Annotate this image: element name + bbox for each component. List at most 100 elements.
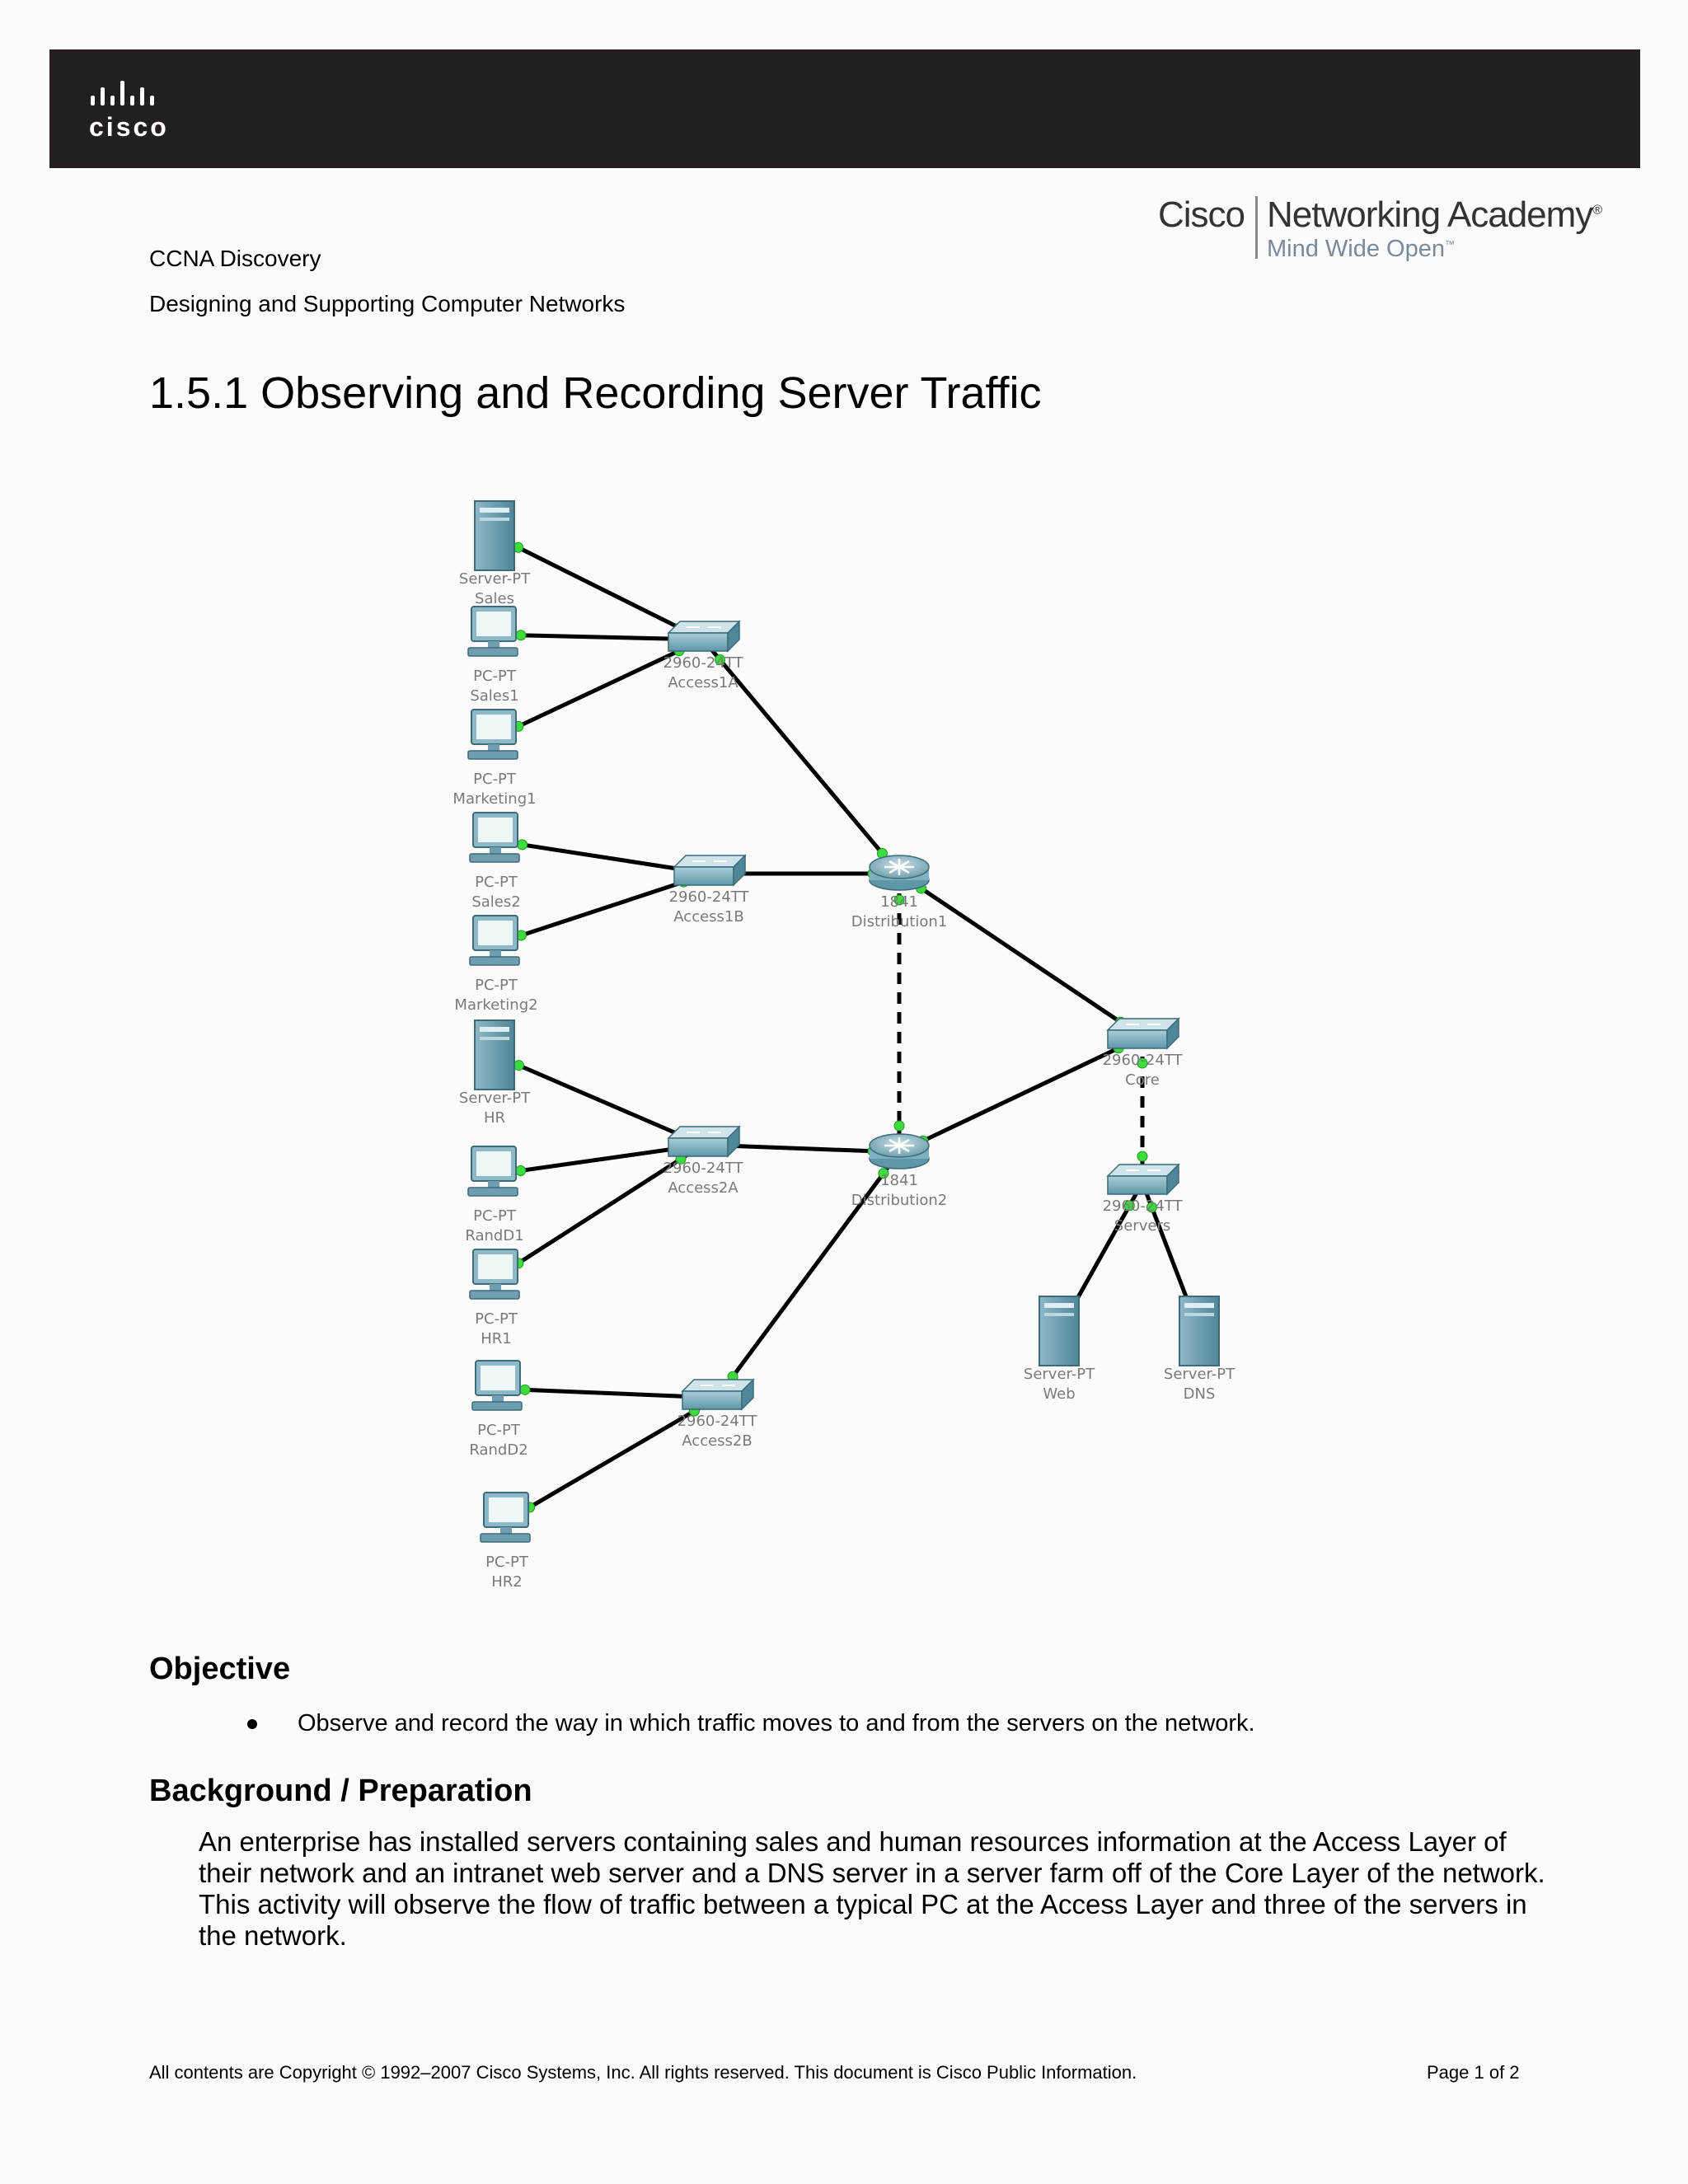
node-model-label: 2960-24TT bbox=[663, 654, 744, 672]
link-sw_access2b-rt_dist2 bbox=[715, 1151, 902, 1399]
link-status-indicator bbox=[1137, 1057, 1148, 1069]
server-icon bbox=[474, 500, 515, 571]
link-pc_randd2-sw_access2b bbox=[498, 1386, 718, 1400]
node-name-label: HR1 bbox=[481, 1330, 512, 1347]
router-icon bbox=[869, 855, 930, 891]
node-name-label: Marketing1 bbox=[452, 790, 536, 808]
node-model-label: 1841 bbox=[880, 1172, 918, 1189]
header-bar: cisco bbox=[49, 49, 1640, 168]
node-model-label: Server-PT bbox=[459, 1090, 531, 1107]
pc-pc-randd2: PC-PT RandD2 bbox=[469, 1360, 528, 1459]
bullet-icon bbox=[247, 1719, 257, 1729]
link-status-indicator bbox=[1146, 1202, 1157, 1213]
server-server-hr: Server-PT HR bbox=[459, 1019, 531, 1127]
node-model-label: Server-PT bbox=[459, 570, 531, 588]
link-status-indicator bbox=[1137, 1151, 1148, 1162]
course-name: CCNA Discovery bbox=[149, 246, 321, 271]
node-name-label: HR2 bbox=[491, 1573, 523, 1591]
node-model-label: PC-PT bbox=[473, 771, 517, 788]
link-pc_marketing1-sw_access1a bbox=[493, 637, 705, 740]
course-subtitle: Designing and Supporting Computer Networ… bbox=[149, 291, 626, 316]
node-model-label: 2960-24TT bbox=[1103, 1052, 1184, 1069]
node-model-label: PC-PT bbox=[475, 1310, 518, 1328]
switch-icon bbox=[1106, 1163, 1180, 1196]
pc-pc-hr2: PC-PT HR2 bbox=[480, 1492, 531, 1591]
computer-icon bbox=[469, 915, 520, 966]
link-status-indicator bbox=[715, 654, 726, 666]
pc-pc-hr1: PC-PT HR1 bbox=[469, 1249, 520, 1347]
node-name-label: Access1A bbox=[668, 674, 738, 691]
link-status-indicator bbox=[517, 839, 528, 851]
node-model-label: PC-PT bbox=[477, 1422, 521, 1439]
link-status-indicator bbox=[515, 630, 527, 641]
computer-icon bbox=[467, 709, 518, 760]
computer-icon bbox=[467, 1146, 518, 1197]
node-model-label: PC-PT bbox=[473, 668, 517, 685]
router-icon bbox=[869, 1133, 930, 1169]
server-icon bbox=[474, 1019, 515, 1090]
link-status-indicator bbox=[519, 1384, 531, 1395]
objective-bullet: Observe and record the way in which traf… bbox=[298, 1710, 1255, 1736]
copyright-footer: All contents are Copyright © 1992–2007 C… bbox=[149, 2062, 1137, 2083]
logo-divider bbox=[1255, 196, 1258, 259]
computer-icon bbox=[471, 1360, 523, 1411]
link-status-indicator bbox=[893, 1120, 905, 1132]
server-icon bbox=[1179, 1296, 1220, 1366]
node-name-label: Distribution2 bbox=[851, 1192, 947, 1209]
computer-icon bbox=[469, 812, 520, 863]
switch-icon bbox=[1106, 1017, 1180, 1050]
switch-icon bbox=[667, 1125, 741, 1158]
link-status-indicator bbox=[515, 1165, 527, 1176]
node-model-label: Server-PT bbox=[1024, 1366, 1095, 1383]
node-model-label: PC-PT bbox=[475, 977, 518, 994]
node-model-label: 2960-24TT bbox=[663, 1160, 744, 1177]
pc-pc-marketing1: PC-PT Marketing1 bbox=[452, 709, 537, 808]
switch-sw-access2b: 2960-24TT Access2B bbox=[678, 1378, 758, 1450]
computer-icon bbox=[467, 606, 518, 657]
server-icon bbox=[1039, 1296, 1080, 1366]
link-status-indicator bbox=[878, 1168, 889, 1179]
cisco-bridge-icon bbox=[91, 81, 154, 105]
node-name-label: RandD1 bbox=[465, 1227, 523, 1244]
node-model-label: PC-PT bbox=[485, 1554, 529, 1571]
node-name-label: Access2A bbox=[668, 1179, 738, 1197]
computer-icon bbox=[480, 1492, 531, 1543]
node-name-label: RandD2 bbox=[469, 1441, 528, 1459]
network-topology-diagram: Server-PTSalesPC-PTSales1PC-PTMarketing1… bbox=[452, 500, 1236, 1591]
node-name-label: Access1B bbox=[673, 908, 743, 926]
link-status-indicator bbox=[513, 1060, 524, 1071]
switch-icon bbox=[673, 854, 747, 887]
switch-icon bbox=[667, 620, 741, 653]
link-rt_dist2-sw_core bbox=[898, 1034, 1144, 1155]
academy-tagline: Mind Wide Open™ bbox=[1267, 236, 1455, 262]
server-server-sales: Server-PT Sales bbox=[459, 500, 531, 607]
pc-pc-marketing2: PC-PT Marketing2 bbox=[454, 915, 538, 1014]
node-model-label: 1841 bbox=[880, 893, 918, 911]
background-heading: Background / Preparation bbox=[149, 1774, 532, 1808]
cisco-logo-text: cisco bbox=[89, 112, 169, 142]
node-model-label: Server-PT bbox=[1164, 1366, 1236, 1383]
node-model-label: 2960-24TT bbox=[678, 1413, 758, 1430]
academy-cisco-text: Cisco bbox=[1158, 194, 1245, 235]
background-paragraph: An enterprise has installed servers cont… bbox=[199, 1826, 1545, 1951]
switch-sw-access2a: 2960-24TT Access2A bbox=[663, 1125, 744, 1197]
switch-sw-access1a: 2960-24TT Access1A bbox=[663, 620, 744, 691]
node-name-label: Marketing2 bbox=[454, 996, 537, 1014]
link-rt_dist1-sw_core bbox=[898, 871, 1144, 1039]
link-pc_marketing2-sw_access1b bbox=[495, 871, 710, 946]
node-name-label: Core bbox=[1125, 1071, 1160, 1089]
link-server_sales-sw_access1a bbox=[493, 533, 705, 642]
node-name-label: HR bbox=[484, 1109, 505, 1127]
node-name-label: Sales bbox=[475, 590, 514, 607]
node-name-label: Access2B bbox=[682, 1432, 752, 1450]
node-name-label: Sales2 bbox=[471, 893, 520, 911]
node-model-label: 2960-24TT bbox=[1103, 1197, 1184, 1215]
networking-academy-logo: Cisco Networking Academy® Mind Wide Open… bbox=[1158, 191, 1620, 265]
